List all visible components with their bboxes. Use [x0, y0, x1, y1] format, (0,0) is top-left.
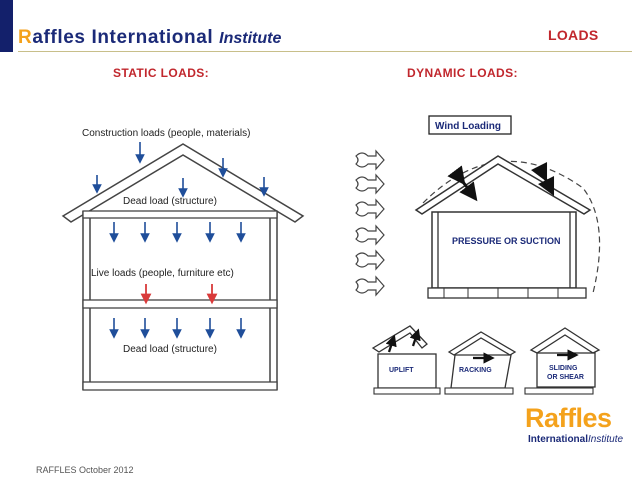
- header-divider: [18, 51, 632, 52]
- sliding-label-line1: SLIDING: [549, 365, 578, 372]
- upper-dead-load-arrows: [109, 222, 246, 243]
- pressure-or-suction-label: PRESSURE OR SUCTION: [452, 236, 561, 246]
- live-load-arrows: [140, 284, 218, 305]
- dynamic-loads-heading: DYNAMIC LOADS:: [407, 66, 518, 80]
- raffles-logo: Raffles: [525, 403, 612, 433]
- left-accent-bar: [0, 0, 13, 52]
- uplift-label: UPLIFT: [389, 367, 414, 374]
- brand-rest: affles: [32, 27, 86, 48]
- footer-text: RAFFLES October 2012: [36, 465, 134, 475]
- static-loads-heading: STATIC LOADS:: [113, 66, 210, 80]
- dead-load-roof-label: Dead load (structure): [123, 196, 217, 207]
- racking-house: RACKING: [444, 331, 517, 395]
- small-houses-diagram: UPLIFT RACKING SLIDING OR SHEAR: [371, 325, 601, 395]
- lower-dead-load-arrows: [109, 318, 246, 339]
- logo-sub-bold: International: [528, 434, 589, 445]
- dead-load-floor-label: Dead load (structure): [123, 344, 217, 355]
- brand-word-institute: Institute: [219, 30, 282, 47]
- roof-outline: [61, 143, 305, 223]
- logo-sub-italic: Institute: [588, 434, 624, 445]
- static-loads-diagram: Construction loads (people, materials) D…: [61, 128, 305, 391]
- brand-word-international: International: [91, 27, 214, 48]
- sliding-label-line2: OR SHEAR: [547, 374, 584, 381]
- section-label: LOADS: [548, 27, 599, 43]
- construction-load-arrows: [92, 142, 269, 198]
- roof-pressure-arrows: [447, 161, 555, 202]
- live-loads-label: Live loads (people, furniture etc): [91, 268, 234, 279]
- wind-loading-label: Wind Loading: [435, 121, 501, 132]
- dynamic-loads-diagram: Wind Loading PRESSURE OR SUCTION: [355, 115, 601, 299]
- construction-loads-label: Construction loads (people, materials): [82, 128, 250, 139]
- racking-label: RACKING: [459, 367, 492, 374]
- uplift-house: UPLIFT: [371, 325, 441, 395]
- sliding-house: SLIDING OR SHEAR: [524, 327, 601, 395]
- raffles-logo-subtitle: InternationalInstitute: [528, 434, 623, 445]
- wind-arrows: [355, 149, 385, 297]
- brand-first-letter: R: [18, 27, 33, 48]
- brand-title: Raffles International Institute: [18, 27, 281, 49]
